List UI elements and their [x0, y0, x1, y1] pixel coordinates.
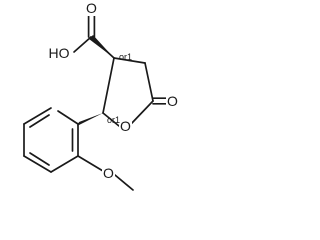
bond-ar4-ar5 — [23, 155, 52, 173]
atom-methoxy-oxygen: O — [103, 165, 114, 181]
bond-ar-inner-bottom-left — [29, 152, 50, 166]
atom-bg-cooh-o — [85, 2, 98, 16]
molecule-structure: O HO O O O or1 or1 — [23, 0, 179, 191]
bond-c2-c3 — [102, 57, 115, 114]
atom-labels: O HO O O O — [47, 0, 179, 181]
stereo-label-c2: or1 — [107, 115, 120, 125]
atom-bg-ring-carbonyl-o — [166, 94, 179, 108]
atom-bg-methoxy-o — [102, 166, 115, 180]
bond-c3-c4 — [113, 57, 146, 64]
bond-ar6-ar1 — [23, 107, 52, 125]
atom-bg-hydroxyl — [47, 46, 71, 60]
bond-ar3-ar4 — [50, 155, 79, 173]
wedge-c3-cooh — [89, 35, 114, 58]
atom-ring-carbonyl-oxygen: O — [167, 93, 178, 109]
bond-o-methoxy-ch3 — [114, 174, 134, 191]
bond-ar1-ar2 — [57, 110, 79, 125]
bond-o1-c2 — [102, 112, 120, 127]
bonds — [23, 14, 167, 191]
bond-c4-c5 — [144, 62, 154, 102]
atom-bg-ring-oxygen — [119, 119, 132, 133]
atom-carboxylic-oxygen: O — [86, 0, 97, 16]
bond-ar3-o-methoxy — [77, 155, 104, 172]
bond-cooh-c-oh — [73, 36, 92, 53]
atom-hydroxyl: HO — [49, 45, 70, 61]
wedge-c2-aryl — [77, 113, 103, 126]
bond-c5-o1 — [130, 100, 154, 125]
bond-ar-inner-top-left — [29, 114, 50, 128]
stereo-label-c3: or1 — [119, 52, 132, 62]
stereo-labels: or1 or1 — [107, 52, 132, 125]
atom-ring-oxygen: O — [120, 118, 131, 134]
